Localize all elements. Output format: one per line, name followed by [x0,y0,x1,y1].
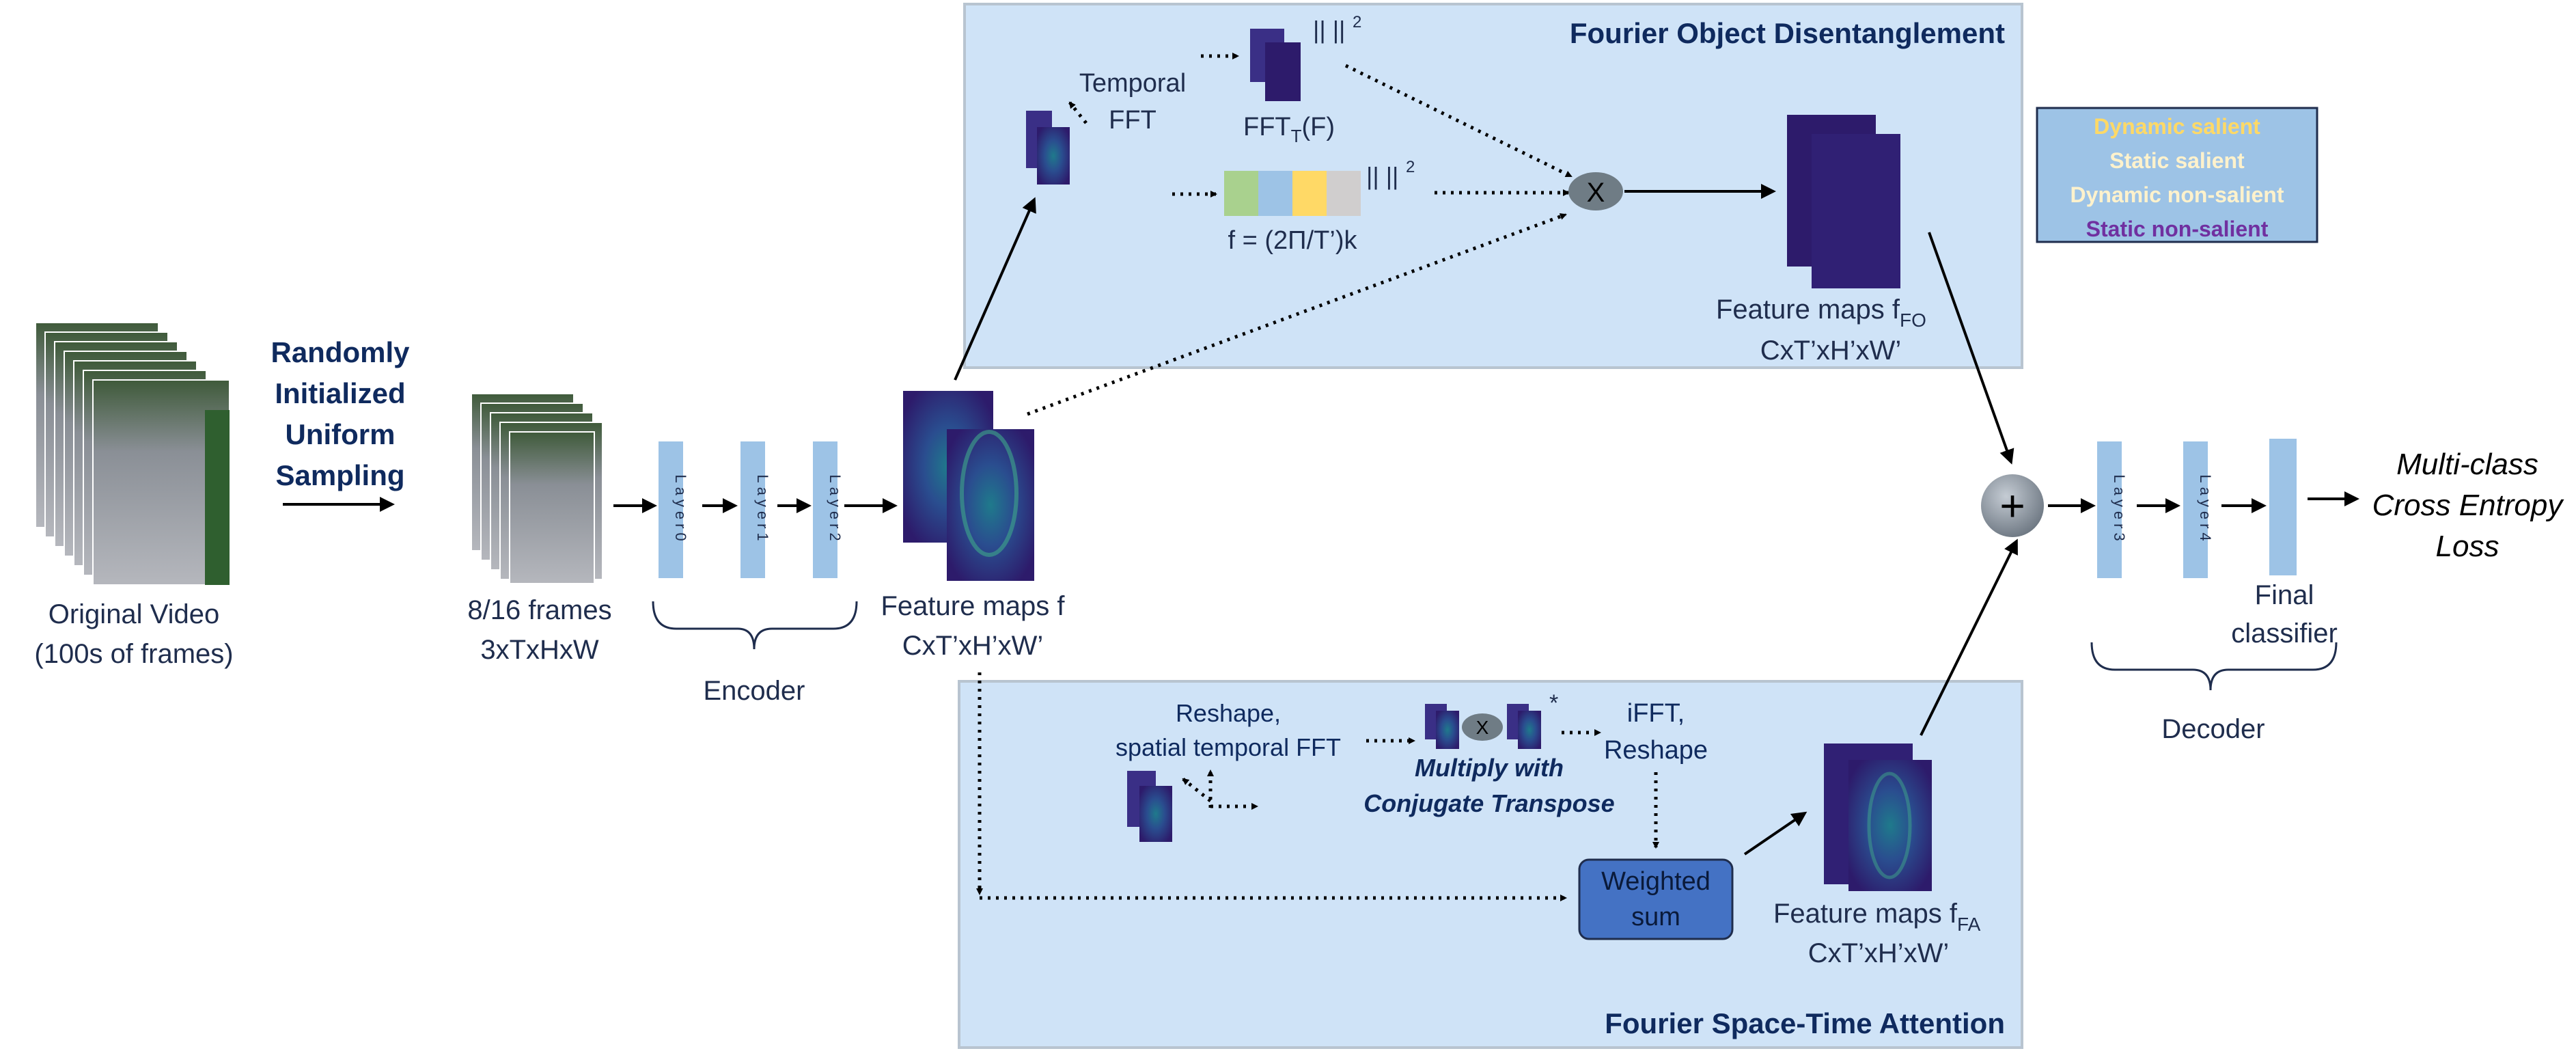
freq-formula: f = (2Π/T’)k [1228,226,1358,255]
fod-title: Fourier Object Disentanglement [1570,17,2005,49]
temporal-fft-label-1: Temporal [1079,69,1186,98]
final-classifier [2269,439,2297,575]
layer2-label: Layer2 [827,474,844,545]
decoder-layer4 [2183,441,2208,578]
fod-input-maps [1026,111,1070,185]
ffa-label-sub: FA [1957,914,1981,935]
fsta-input-maps [1127,771,1172,842]
ffa-label-main: Feature maps f [1773,899,1958,929]
arrow-ffo-to-plus [1928,232,2014,465]
layer3-label: Layer3 [2111,474,2128,545]
fft-label-sub: T [1291,126,1302,146]
fsta-multiply-node [1462,713,1503,741]
arrow-weighted-to-ffa [1743,811,1808,856]
encoder-brace [652,601,858,650]
sampling-label-1: Randomly [271,336,410,368]
ffa-label: Feature maps fFA [1773,899,1981,935]
freq-block-green [1224,171,1258,216]
decoder-layer3 [2097,441,2122,578]
loss-label-3: Loss [2436,530,2499,563]
fod-multiply-node [1568,172,1623,210]
layer1-label: Layer1 [754,474,771,545]
ffo-label: Feature maps fFO [1716,295,1926,331]
frames-dims: 3xTxHxW [480,635,599,665]
layer0-label: Layer0 [672,474,689,545]
sampling-label-2: Initialized [275,377,405,409]
dotted-reshape-left [1182,778,1212,802]
freq-block-blue [1258,171,1292,216]
norm-mid-sq: 2 [1406,158,1415,176]
layer4-label: Layer4 [2197,474,2214,545]
sampling-label-3: Uniform [286,418,396,450]
dotted-fft-to-multiply [1344,64,1573,178]
freq-block-yellow [1292,171,1327,216]
conj-maps-right [1507,704,1541,749]
encoder-layer0 [659,441,683,578]
legend-dynamic-non-salient: Dynamic non-salient [2071,182,2284,207]
ffo-label-sub: FO [1900,310,1926,331]
temporal-fft-label-2: FFT [1109,106,1157,135]
weighted-sum-node [1578,858,1734,940]
loss-label-2: Cross Entropy [2372,489,2565,522]
ifft-label-2: Reshape [1604,736,1708,765]
conj-maps-left [1425,704,1459,749]
conj-star: * [1549,690,1558,716]
fusion-plus-node [1981,474,2044,537]
legend: Dynamic salient Static salient Dynamic n… [2036,107,2318,243]
loss-label-1: Multi-class [2396,448,2538,481]
fusion-plus-symbol: + [1999,481,2025,530]
ffa-dims: CxT’xH’xW’ [1808,938,1950,968]
original-video-stack [35,322,230,586]
feature-maps-ffa [1824,744,1932,891]
ffo-label-main: Feature maps f [1716,295,1900,325]
fft-output-maps [1250,29,1301,101]
legend-dynamic-salient: Dynamic salient [2094,114,2260,139]
feature-maps-label: Feature maps f [881,591,1065,621]
fft-label-main: FFT [1243,113,1291,141]
reshape-label-1: Reshape, [1176,699,1281,727]
fft-label: FFTT(F) [1243,113,1335,146]
multiply-conj-label-2: Conjugate Transpose [1363,789,1614,817]
frequency-blocks [1224,171,1361,216]
fsta-title: Fourier Space-Time Attention [1605,1007,2005,1039]
sampling-label-4: Sampling [275,459,404,491]
decoder-label: Decoder [2161,714,2265,744]
dotted-features-to-multiply [1027,213,1567,416]
final-classifier-label-1: Final [2255,580,2314,610]
feature-maps-ffo [1787,115,1900,288]
frames-label: 8/16 frames [467,595,611,625]
fsta-multiply-symbol: X [1476,717,1489,738]
weighted-sum-label-2: sum [1631,903,1680,931]
fft-label-end: (F) [1302,113,1335,141]
norm-top-sq: 2 [1353,13,1361,31]
original-video-sublabel: (100s of frames) [34,639,233,669]
final-classifier-label-2: classifier [2231,618,2338,649]
original-video-label: Original Video [49,599,220,629]
norm-mid: || || [1366,162,1398,190]
sampled-frames-stack [471,393,603,584]
freq-block-gray [1327,171,1361,216]
encoder-layer2 [813,441,837,578]
norm-top: || || [1313,16,1345,44]
feature-maps-dims: CxT’xH’xW’ [902,631,1044,661]
ifft-label-1: iFFT, [1627,699,1685,728]
encoder-layer1 [740,441,765,578]
weighted-sum-label-1: Weighted [1601,867,1711,896]
ffo-dims: CxT’xH’xW’ [1760,336,1902,366]
reshape-label-2: spatial temporal FFT [1116,733,1341,761]
arrow-ffa-to-plus [1920,538,2018,736]
fod-multiply-symbol: X [1587,178,1605,208]
legend-static-non-salient: Static non-salient [2086,217,2269,241]
encoder-label: Encoder [704,676,805,706]
legend-static-salient: Static salient [2109,148,2245,173]
feature-maps-f [903,391,1034,581]
arrow-features-to-fod [954,197,1036,381]
multiply-conj-label-1: Multiply with [1415,754,1564,782]
decoder-brace [2090,642,2338,691]
